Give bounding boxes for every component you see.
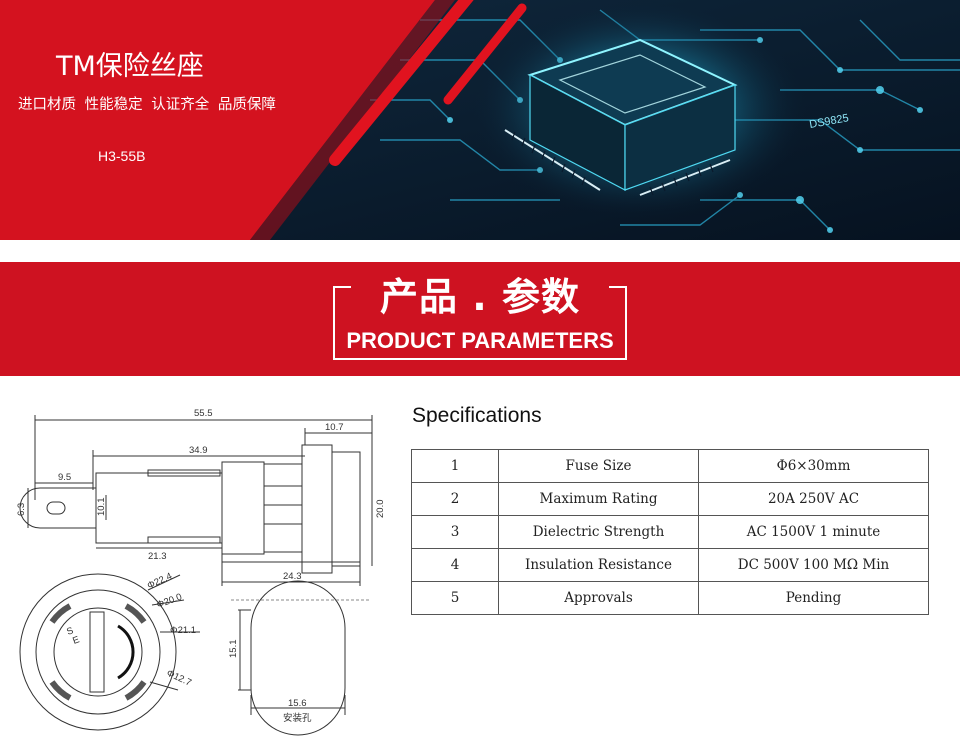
red-stripe [329, 0, 474, 166]
dim-d1: Φ22.4 [146, 571, 174, 592]
dimension-drawing: 55.5 10.7 34.9 9.5 6.3 10.1 20.0 21.3 24… [0, 390, 400, 752]
spec-item: Maximum Rating [498, 482, 699, 516]
banner-model: H3-55B [98, 148, 146, 164]
title-frame [333, 286, 627, 360]
specifications-heading: Specifications [412, 404, 542, 427]
section-header: 产品 . 参数 PRODUCT PARAMETERS [0, 262, 960, 376]
mark-s: S [65, 625, 75, 638]
circuit-board-image: DS9825 [0, 0, 960, 240]
section-title-cn: 产品 . 参数 [380, 275, 580, 319]
dim-hole-height: 15.1 [228, 640, 239, 659]
dim-nut-diameter: 20.0 [375, 500, 386, 519]
spec-item: Dielectric Strength [498, 515, 699, 549]
dim-overall-length: 55.5 [194, 408, 213, 419]
spec-item: Insulation Resistance [498, 548, 699, 582]
spec-number: 4 [411, 548, 499, 582]
dim-thread-length: 10.7 [325, 422, 344, 433]
banner-title: TM保险丝座 [56, 51, 204, 82]
dim-body-length: 34.9 [189, 445, 208, 456]
dim-d4: Φ12.7 [165, 668, 193, 689]
section-title-en: PRODUCT PARAMETERS [346, 328, 614, 353]
spec-number: 5 [411, 581, 499, 615]
dim-shoulder-length: 21.3 [148, 551, 167, 562]
spec-value: Φ6×30mm [698, 449, 929, 483]
dim-body-height: 10.1 [96, 498, 107, 517]
spec-value: Pending [698, 581, 929, 615]
hero-banner: DS9825 TM保险丝座 进口材质 性能稳定 认证齐全 品质保障 H3-55B [0, 0, 960, 240]
hole-label: 安装孔 [283, 712, 312, 724]
dim-rear-length: 24.3 [283, 571, 302, 582]
spec-value: 20A 250V AC [698, 482, 929, 516]
spec-item: Fuse Size [498, 449, 699, 483]
spec-number: 2 [411, 482, 499, 516]
banner-features: 进口材质 性能稳定 认证齐全 品质保障 [18, 97, 276, 113]
spec-number: 1 [411, 449, 499, 483]
red-stripe [443, 3, 527, 105]
spec-value: DC 500V 100 MΩ Min [698, 548, 929, 582]
mark-e: E [71, 634, 81, 647]
dim-d3: Φ21.1 [170, 625, 196, 636]
dim-tab-height: 6.3 [16, 503, 27, 516]
spec-number: 3 [411, 515, 499, 549]
red-panel [0, 0, 435, 240]
dim-hole-width: 15.6 [288, 698, 307, 709]
spec-value: AC 1500V 1 minute [698, 515, 929, 549]
spec-item: Approvals [498, 581, 699, 615]
dim-tab-length: 9.5 [58, 472, 71, 483]
dim-d2: Φ20.0 [155, 592, 183, 611]
